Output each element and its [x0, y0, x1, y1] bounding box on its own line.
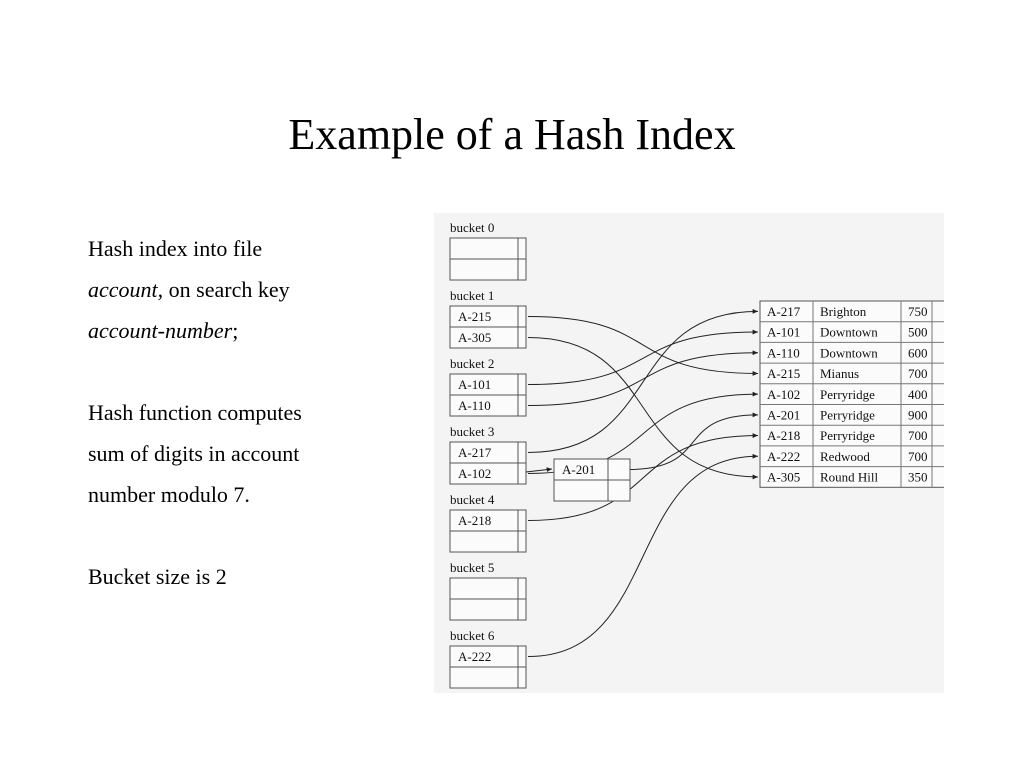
record-pointer [527, 308, 759, 453]
record-balance: 400 [908, 387, 928, 402]
record-branch: Round Hill [820, 470, 879, 485]
bucket-label: bucket 3 [450, 424, 494, 439]
body-line: number modulo 7. [88, 474, 388, 515]
overflow-entry: A-201 [562, 462, 595, 477]
account-record: A-102 Perryridge 400 [760, 383, 944, 402]
paragraph-gap [88, 351, 388, 392]
bucket: bucket 4 A-218 [449, 492, 527, 553]
bucket-label: bucket 5 [450, 560, 494, 575]
account-record: A-215 Mianus 700 [760, 362, 944, 381]
account-record: A-218 Perryridge 700 [760, 424, 944, 443]
record-balance: 700 [908, 449, 928, 464]
record-account-number: A-102 [767, 387, 800, 402]
record-balance: 900 [908, 408, 928, 423]
record-branch: Perryridge [820, 408, 875, 423]
overflow-chain-pointer [525, 467, 553, 473]
body-text-span: number modulo 7. [88, 482, 250, 507]
record-branch: Downtown [820, 325, 878, 340]
record-pointer [527, 316, 759, 376]
bucket-entry: A-215 [458, 309, 491, 324]
record-account-number: A-222 [767, 449, 800, 464]
bucket-entry: A-217 [458, 445, 492, 460]
record-pointer [627, 412, 759, 470]
bucket: bucket 6 A-222 [449, 628, 527, 689]
record-branch: Perryridge [820, 428, 875, 443]
slide-title: Example of a Hash Index [288, 110, 736, 159]
record-balance: 350 [908, 470, 928, 485]
account-record: A-222 Redwood 700 [760, 445, 944, 464]
record-pointer [527, 433, 759, 521]
paragraph-gap [88, 515, 388, 556]
record-pointer [527, 337, 759, 480]
bucket-label: bucket 2 [450, 356, 494, 371]
record-branch: Brighton [820, 304, 867, 319]
bucket-entry: A-102 [458, 466, 491, 481]
record-account-number: A-305 [767, 470, 800, 485]
record-account-number: A-217 [767, 304, 801, 319]
record-branch: Perryridge [820, 387, 875, 402]
file-name: account, [88, 277, 164, 302]
record-pointer [527, 350, 759, 406]
bucket-label: bucket 1 [450, 288, 494, 303]
account-record: A-101 Downtown 500 [760, 321, 944, 340]
record-balance: 700 [908, 366, 928, 381]
bucket-label: bucket 4 [450, 492, 495, 507]
record-pointer [527, 453, 759, 657]
body-text-span: on search key [163, 277, 290, 302]
record-account-number: A-218 [767, 428, 800, 443]
body-text-span: Hash function computes [88, 400, 302, 425]
bucket: bucket 0 [449, 220, 527, 281]
record-branch: Downtown [820, 345, 878, 360]
record-account-number: A-101 [767, 325, 800, 340]
body-text-span: Bucket size is 2 [88, 564, 227, 589]
account-record: A-201 Perryridge 900 [760, 404, 944, 423]
search-key-name: account-number [88, 318, 233, 343]
bucket-entry: A-110 [458, 398, 491, 413]
body-text: Hash index into file account, on search … [88, 228, 388, 597]
bucket-entry: A-305 [458, 330, 491, 345]
bucket-entry: A-101 [458, 377, 491, 392]
body-line: account-number; [88, 310, 388, 351]
record-pointer [527, 329, 759, 385]
record-branch: Redwood [820, 449, 870, 464]
record-balance: 600 [908, 345, 928, 360]
body-line: sum of digits in account [88, 433, 388, 474]
bucket-label: bucket 6 [450, 628, 495, 643]
bucket: bucket 5 [449, 560, 527, 621]
body-line: Hash function computes [88, 392, 388, 433]
body-line: account, on search key [88, 269, 388, 310]
account-record: A-217 Brighton 750 [767, 304, 928, 319]
body-text-span: Hash index into file [88, 236, 263, 261]
account-record: A-110 Downtown 600 [760, 341, 944, 360]
record-balance: 700 [908, 428, 928, 443]
record-account-number: A-201 [767, 408, 800, 423]
record-balance: 500 [908, 325, 928, 340]
body-text-span: sum of digits in account [88, 441, 300, 466]
body-line: Bucket size is 2 [88, 556, 388, 597]
record-balance: 750 [908, 304, 928, 319]
record-branch: Mianus [820, 366, 859, 381]
bucket-entry: A-218 [458, 513, 491, 528]
account-record: A-305 Round Hill 350 [760, 466, 944, 485]
record-account-number: A-215 [767, 366, 800, 381]
bucket-entry: A-222 [458, 649, 491, 664]
record-account-number: A-110 [767, 345, 800, 360]
file-border [759, 300, 944, 488]
bucket-label: bucket 0 [450, 220, 494, 235]
body-text-span: ; [232, 318, 239, 343]
body-line: Hash index into file [88, 228, 388, 269]
